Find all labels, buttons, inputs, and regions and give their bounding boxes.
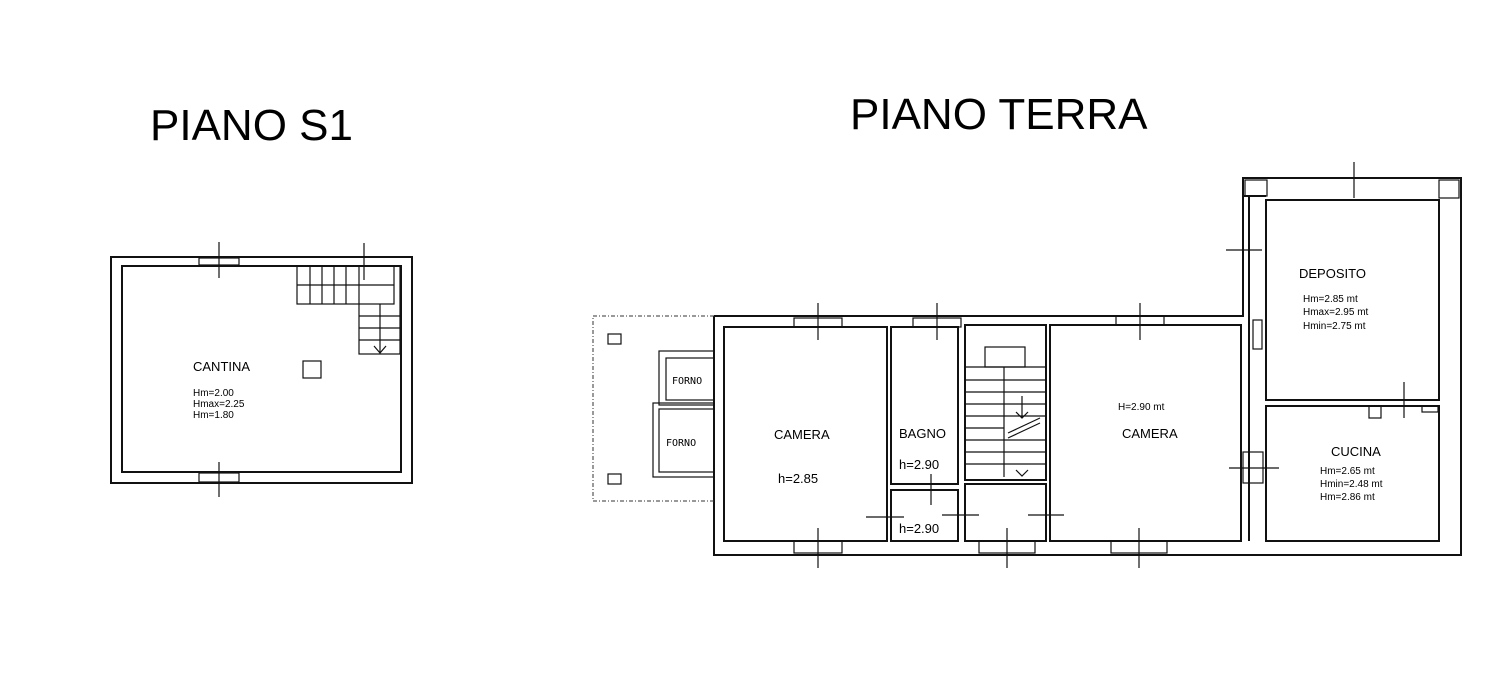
basement-staircase bbox=[296, 243, 401, 355]
title-piano-terra: PIANO TERRA bbox=[850, 90, 1148, 139]
basement-pillar bbox=[302, 360, 322, 379]
cucina-pillar bbox=[1368, 405, 1382, 419]
label-bagno: BAGNO bbox=[899, 426, 946, 441]
basement-window-top bbox=[198, 242, 240, 278]
title-piano-s1: PIANO S1 bbox=[150, 101, 353, 150]
room-deposito bbox=[1265, 199, 1440, 401]
cucina-note-3: Hm=2.86 mt bbox=[1320, 492, 1375, 503]
label-cucina: CUCINA bbox=[1331, 444, 1381, 459]
basement-outer-wall bbox=[110, 256, 413, 484]
label-forno-bottom: FORNO bbox=[666, 438, 696, 449]
deposito-note-1: Hm=2.85 mt bbox=[1303, 294, 1358, 305]
cucina-note-1: Hm=2.65 mt bbox=[1320, 466, 1375, 477]
ground-windows bbox=[793, 162, 1460, 568]
camera-right-height: H=2.90 mt bbox=[1118, 402, 1165, 413]
forno-bottom bbox=[652, 402, 715, 478]
deposito-note-2: Hmax=2.95 mt bbox=[1303, 307, 1369, 318]
ground-staircase bbox=[964, 324, 1047, 542]
ground-outer-wall bbox=[713, 177, 1462, 556]
cantina-note-1: Hm=2.00 bbox=[193, 388, 234, 399]
label-cantina: CANTINA bbox=[193, 359, 250, 374]
cantina-note-2: Hmax=2.25 bbox=[193, 399, 245, 410]
room-cucina bbox=[1265, 405, 1440, 542]
deposito-note-3: Hmin=2.75 mt bbox=[1303, 321, 1366, 332]
wc-height: h=2.90 bbox=[899, 521, 939, 536]
basement-inner-wall bbox=[121, 265, 402, 473]
ground-plan: FORNO FORNO CAMERA h=2.85 BAGNO h=2.90 h… bbox=[592, 162, 1462, 568]
bagno-height: h=2.90 bbox=[899, 457, 939, 472]
basement-plan: CANTINA Hm=2.00 Hmax=2.25 Hm=1.80 bbox=[110, 242, 413, 497]
cantina-note-3: Hm=1.80 bbox=[193, 410, 234, 421]
label-camera-right: CAMERA bbox=[1122, 426, 1178, 441]
deposito-door bbox=[1252, 319, 1263, 350]
basement-window-bottom bbox=[198, 462, 240, 497]
label-camera-left: CAMERA bbox=[774, 427, 830, 442]
label-deposito: DEPOSITO bbox=[1299, 266, 1366, 281]
terrace bbox=[592, 315, 714, 502]
camera-left-height: h=2.85 bbox=[778, 471, 818, 486]
label-forno-top: FORNO bbox=[672, 376, 702, 387]
forno-top bbox=[658, 350, 715, 406]
cucina-note-2: Hmin=2.48 mt bbox=[1320, 479, 1383, 490]
